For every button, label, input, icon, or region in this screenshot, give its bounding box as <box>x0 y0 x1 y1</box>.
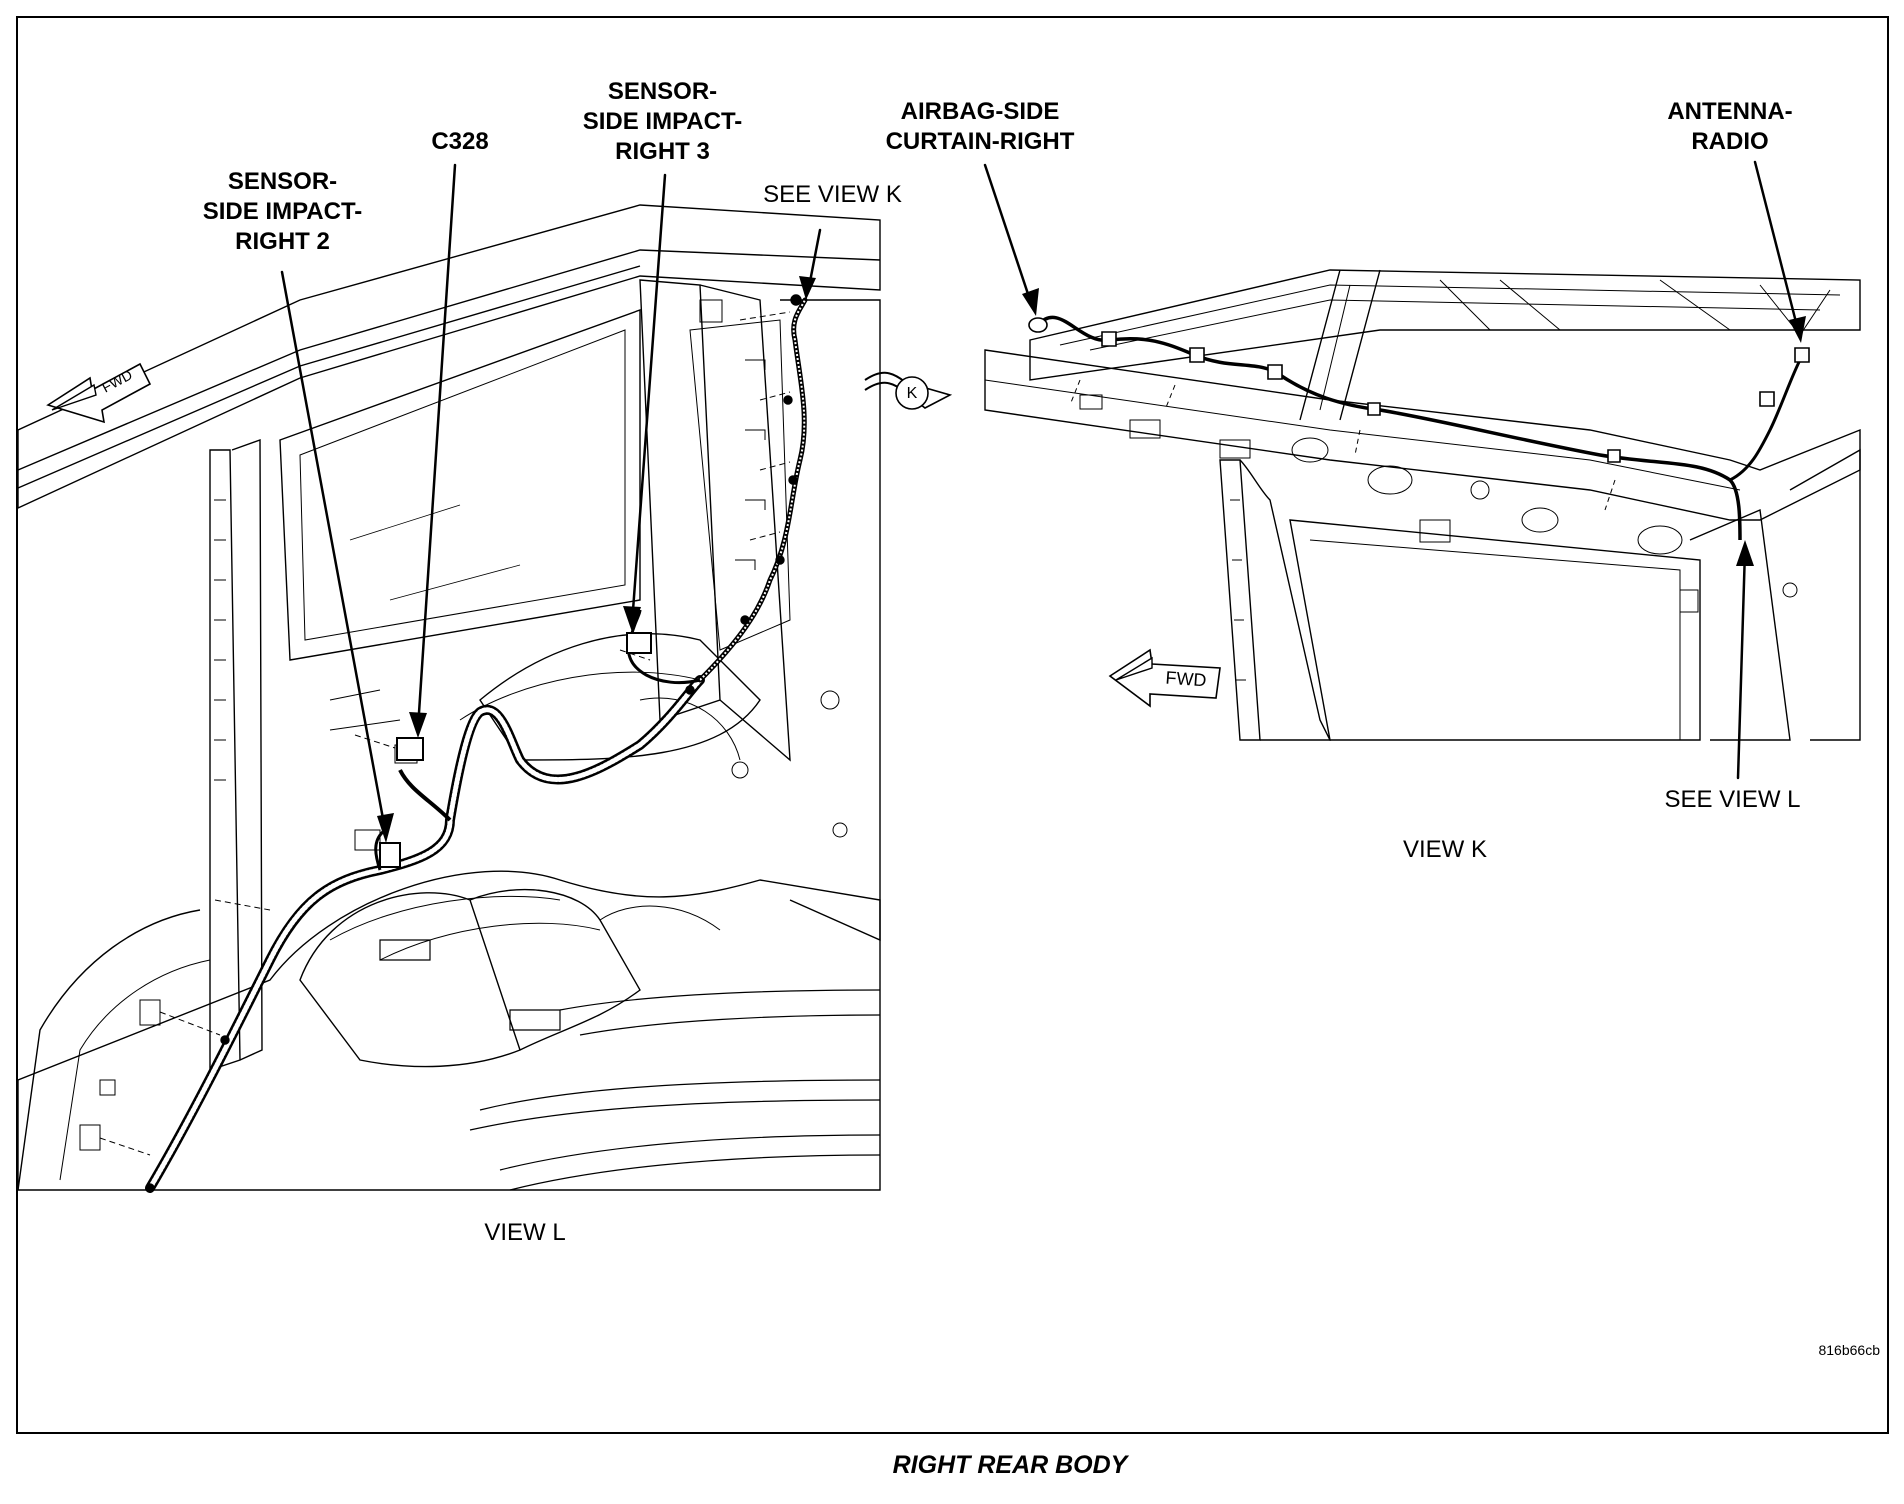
label-line: SENSOR- <box>607 78 718 105</box>
view-l-title: VIEW L <box>484 1219 566 1246</box>
label-sensor-right-2: SENSOR- SIDE IMPACT- RIGHT 2 <box>185 167 380 257</box>
label-line: SENSOR- <box>227 168 338 195</box>
fwd-arrow-left-view <box>48 364 150 422</box>
antenna-connector <box>1795 348 1809 362</box>
label-c328: C328 <box>431 128 489 155</box>
figure-frame <box>16 16 1889 1434</box>
figure-code: 816b66cb <box>1818 1342 1880 1358</box>
figure-caption: RIGHT REAR BODY <box>892 1451 1128 1479</box>
view-k-title: VIEW K <box>1402 836 1487 863</box>
callout-letter-k: K <box>906 385 918 402</box>
fwd-label-right-view: FWD <box>1164 667 1208 691</box>
label-see-view-l: SEE VIEW L <box>1664 786 1801 813</box>
sensor-right-3-shape <box>627 633 651 653</box>
label-antenna-radio: ANTENNA- RADIO <box>1650 97 1810 157</box>
label-see-view-k: SEE VIEW K <box>763 181 902 208</box>
wire-curtain-airbag <box>1038 317 1740 540</box>
connector-c328 <box>397 738 423 760</box>
label-line: RADIO <box>1691 128 1769 155</box>
label-sensor-right-3: SENSOR- SIDE IMPACT- RIGHT 3 <box>565 77 760 167</box>
label-line: RIGHT 2 <box>235 228 330 255</box>
label-airbag-curtain: AIRBAG-SIDE CURTAIN-RIGHT <box>870 97 1090 157</box>
airbag-connector <box>1029 318 1047 332</box>
view-k-callout <box>865 373 950 409</box>
label-line: RIGHT 3 <box>615 138 710 165</box>
label-line: AIRBAG-SIDE <box>900 98 1060 125</box>
label-line: CURTAIN-RIGHT <box>885 128 1075 155</box>
sensor-right-2-shape <box>380 843 400 867</box>
label-line: SIDE IMPACT- <box>202 198 363 225</box>
label-line: SIDE IMPACT- <box>582 108 743 135</box>
label-line: ANTENNA- <box>1667 98 1793 125</box>
fwd-arrow-right-view <box>1110 650 1220 706</box>
